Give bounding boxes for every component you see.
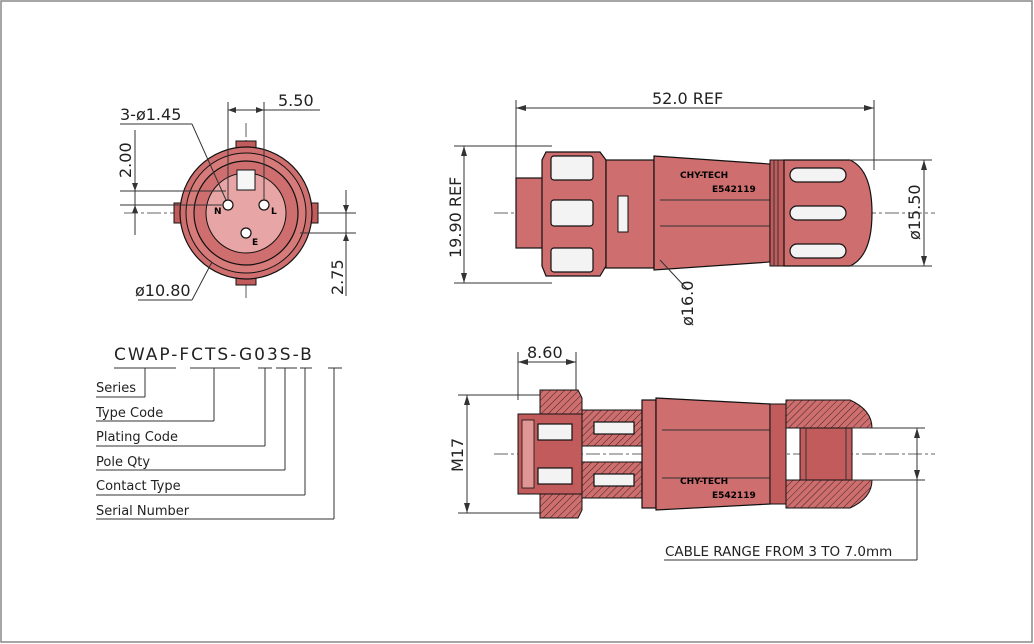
part-code: CWAP-FCTS-G03S-B [114, 345, 314, 365]
pin-label-e: E [252, 238, 258, 248]
front-view: N L E 5.50 3-ø1.45 2.00 2.75 ø10.80 [116, 91, 356, 301]
side-view: 52.0 REF 19.90 REF CHY-TECH E542119 [446, 89, 935, 326]
pin-hole-dim: 3-ø1.45 [120, 105, 181, 124]
pin-label-n: N [214, 207, 222, 217]
legend-contact-type: Contact Type [96, 479, 181, 494]
legend-pole-qty: Pole Qty [96, 455, 150, 470]
pin-label-l: L [271, 207, 277, 217]
height-dim: 19.90 REF [446, 177, 465, 258]
legend-series: Series [96, 381, 136, 396]
side-cert-number: E542119 [712, 185, 756, 195]
section-cert-number: E542119 [712, 491, 756, 501]
side-brand-text: CHY-TECH [680, 171, 728, 181]
body-diameter-dim: ø16.0 [678, 281, 697, 326]
legend-type-code: Type Code [95, 406, 163, 421]
flange-dim: 8.60 [527, 343, 563, 362]
cable-range-note: CABLE RANGE FROM 3 TO 7.0mm [665, 544, 892, 560]
section-brand-text: CHY-TECH [680, 477, 728, 487]
section-view: 8.60 M17 CHY-TECH E542119 [448, 343, 935, 561]
part-code-legend: CWAP-FCTS-G03S-B Series Type Code Platin… [95, 345, 342, 520]
legend-serial-number: Serial Number [96, 504, 190, 519]
nut-diameter-dim: ø15.50 [905, 184, 924, 240]
pin-offset-dim: 2.00 [116, 142, 135, 178]
pin-drop-dim: 2.75 [328, 259, 347, 295]
legend-plating-code: Plating Code [96, 430, 178, 445]
thread-dim: M17 [448, 438, 467, 472]
length-dim: 52.0 REF [652, 89, 723, 108]
outer-diameter-dim: ø10.80 [135, 281, 191, 300]
pin-spacing-dim: 5.50 [278, 91, 314, 110]
